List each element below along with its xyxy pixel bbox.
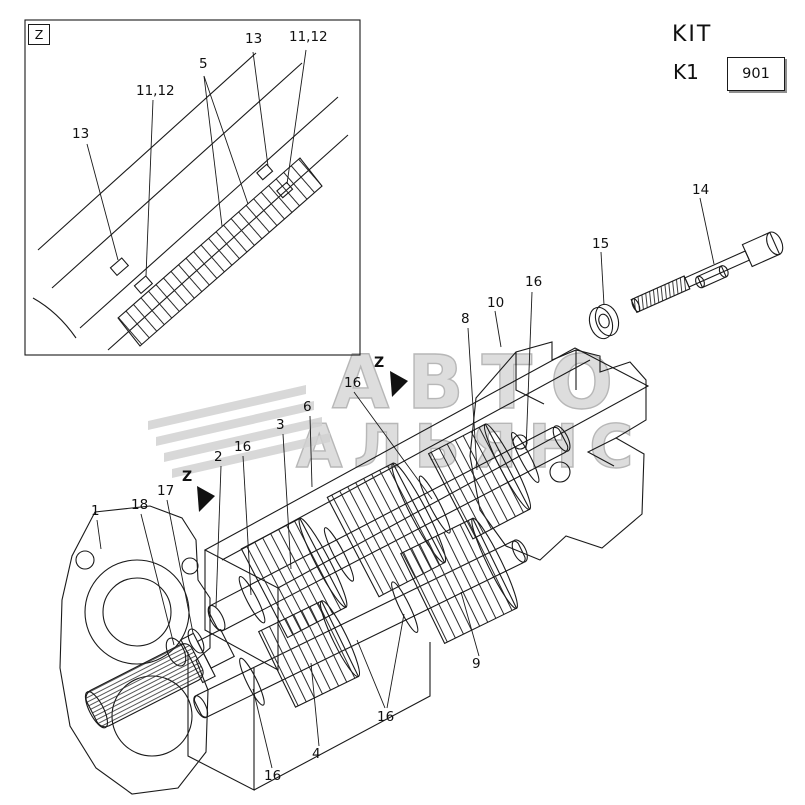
clip-part <box>109 257 130 277</box>
z-view-marker-bottom: Z <box>182 469 193 485</box>
bolt-part <box>630 231 784 314</box>
washer <box>238 575 266 624</box>
callout-11-12-inset-left: 11,12 <box>136 83 175 99</box>
washer-part <box>588 303 620 340</box>
callout-18: 18 <box>131 497 149 513</box>
callout-13-inset-left: 13 <box>72 126 90 142</box>
callout-16-c: 16 <box>234 439 252 455</box>
washer <box>323 527 355 582</box>
inset-detail-view <box>24 19 361 356</box>
callout-16-e: 16 <box>264 768 282 784</box>
washer <box>391 581 419 633</box>
callout-1: 1 <box>91 503 100 519</box>
kit-number-box: 901 <box>727 57 785 91</box>
callout-2: 2 <box>214 449 223 465</box>
z-view-arrow-top <box>390 371 408 397</box>
washer <box>511 431 540 483</box>
callout-17: 17 <box>157 483 175 499</box>
main-assembly <box>59 231 784 795</box>
callout-16-b: 16 <box>344 375 362 391</box>
gear <box>400 517 518 645</box>
callout-10: 10 <box>487 295 505 311</box>
z-view-arrow-bottom <box>197 486 215 512</box>
callout-9: 9 <box>472 656 481 672</box>
callout-13-inset-right: 13 <box>245 31 263 47</box>
kit-code: K1 <box>673 60 699 84</box>
callout-15: 15 <box>592 236 610 252</box>
watermark-logo-stripes <box>148 385 330 478</box>
callout-6: 6 <box>303 399 312 415</box>
callout-5-inset: 5 <box>199 56 208 72</box>
z-view-marker-top: Z <box>374 355 385 371</box>
callout-4: 4 <box>312 746 321 762</box>
callout-11-12-inset-right: 11,12 <box>289 29 328 45</box>
seal-ring <box>165 637 187 667</box>
idler-shaft-assembly <box>193 517 528 719</box>
callout-16-a: 16 <box>525 274 543 290</box>
clip-part <box>133 275 154 295</box>
leader-lines <box>86 49 715 769</box>
callout-3: 3 <box>276 417 285 433</box>
kit-title: KIT <box>672 22 713 47</box>
callout-14: 14 <box>692 182 710 198</box>
sleeve-pin <box>695 265 729 289</box>
gear <box>427 423 531 540</box>
washer <box>239 657 265 706</box>
end-cover <box>469 341 647 561</box>
washer-ring <box>187 628 205 654</box>
clip-part <box>276 181 294 199</box>
gear <box>257 600 360 708</box>
callout-16-d: 16 <box>377 709 395 725</box>
inset-view-label: Z <box>28 24 50 45</box>
clip-part <box>256 163 274 181</box>
callout-8: 8 <box>461 311 470 327</box>
input-spline-shaft <box>84 628 235 729</box>
